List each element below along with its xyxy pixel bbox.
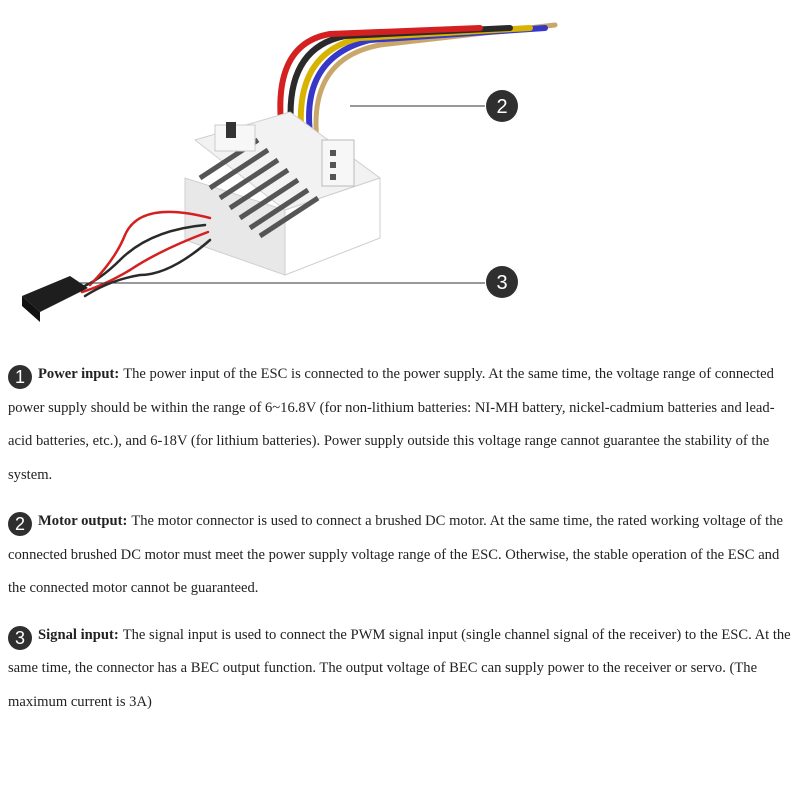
section-term: Motor output: [38, 513, 128, 529]
number-badge: 3 [8, 625, 32, 650]
esc-body [184, 111, 382, 276]
section-term: Power input: [38, 366, 120, 382]
section-term: Signal input: [38, 626, 119, 643]
callout-3: 3 [80, 266, 518, 298]
signal-lead [78, 210, 212, 298]
section-signal-input: 3 Signal input:The signal input is used t… [8, 619, 798, 720]
callout-2-label: 2 [496, 96, 507, 118]
number-badge: 1 [8, 365, 32, 389]
section-body: The motor connector is used to connect a… [8, 513, 784, 596]
callout-3-label: 3 [496, 272, 507, 294]
section-motor-output: 2 Motor output:The motor connector is use… [8, 505, 798, 606]
number-badge: 2 [8, 512, 32, 536]
servo-plug [22, 276, 88, 322]
section-body: The signal input is used to connect the … [8, 626, 791, 710]
section-body: The power input of the ESC is connected … [8, 366, 775, 483]
esc-product-figure: 2 3 [22, 22, 558, 322]
side-connector [321, 139, 355, 187]
section-power-input: 1 Power input:The power input of the ESC … [8, 358, 798, 492]
description-text: 1 Power input:The power input of the ESC … [8, 358, 798, 732]
callout-2: 2 [350, 90, 518, 122]
